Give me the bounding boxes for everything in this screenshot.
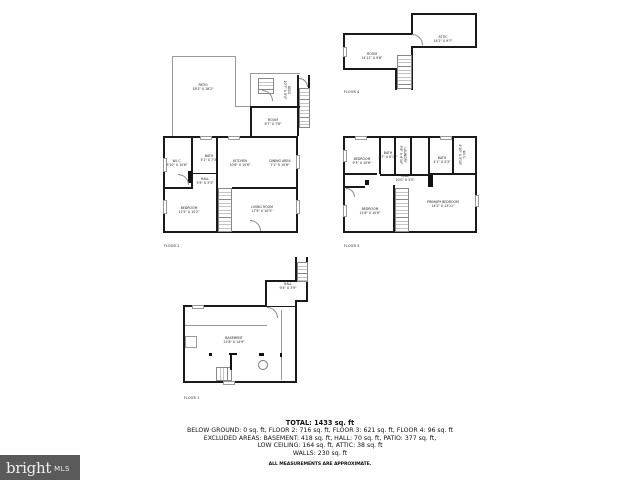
summary-line-1: BELOW GROUND: 0 sq. ft, FLOOR 2: 716 sq.… (186, 427, 454, 435)
floor-1-label: FLOOR 1 (184, 396, 200, 400)
summary-line-4: WALLS: 230 sq. ft (292, 449, 348, 457)
area-summary: TOTAL: 1433 sq. ft BELOW GROUND: 0 sq. f… (150, 419, 490, 468)
floor-3-label: FLOOR 3 (344, 244, 360, 248)
floor-2-label: FLOOR 2 (164, 244, 180, 248)
room-f3-wic: W.I.C.4'10" X 5'10" (458, 144, 467, 166)
summary-line-3: LOW CEILING: 164 sq. ft, ATTIC: 38 sq. f… (257, 442, 383, 450)
logo-brand: bright (6, 458, 52, 477)
logo-suffix: MLS (54, 465, 70, 473)
floor-4-label: FLOOR 4 (344, 90, 360, 94)
room-wic: W.I.C.5'10" X 10'6" (166, 158, 188, 167)
total-area: TOTAL: 1433 sq. ft (285, 419, 355, 427)
bright-mls-logo: bright MLS (0, 455, 80, 480)
approximate-note: ALL MEASUREMENTS ARE APPROXIMATE. (268, 462, 372, 468)
summary-line-2: EXCLUDED AREAS: BASEMENT: 418 sq. ft, HA… (203, 434, 437, 442)
